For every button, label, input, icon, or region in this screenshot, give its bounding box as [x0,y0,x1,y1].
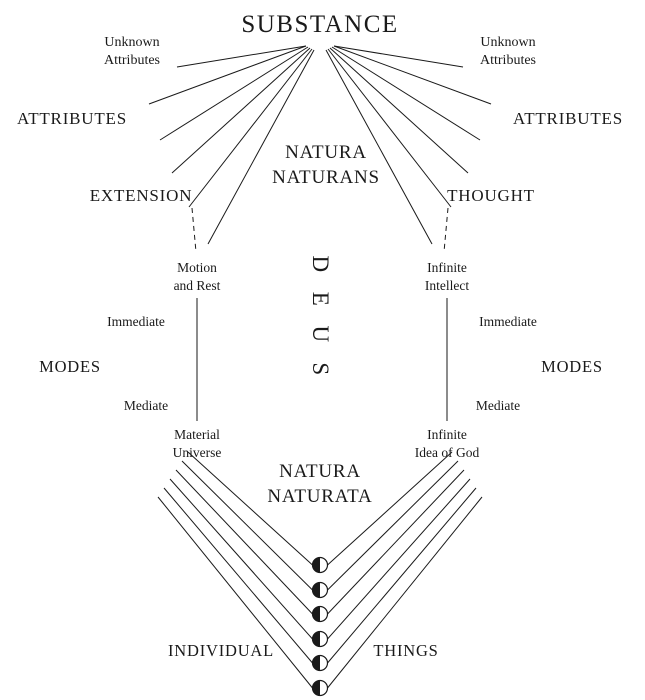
deus-letter-s: S [308,362,333,375]
converge-line [327,469,465,615]
natura-naturans-line2: NATURANS [272,167,380,188]
motion-and-rest-line1: Motion [177,260,217,275]
fan-line [325,49,433,245]
individual-thing-node [311,581,329,599]
left-unknown-attributes-line1: Unknown [104,35,159,50]
converge-line [187,451,313,566]
individual-thing-node [311,630,329,648]
converge-line [327,451,453,566]
fan-line [327,48,452,208]
fan-line [188,48,313,208]
converge-line [163,487,313,664]
individual-thing-nodes [311,556,329,697]
infinite-idea-of-god-line2: Idea of God [415,445,480,460]
extension-label: EXTENSION [90,186,193,205]
left-mediate-label: Mediate [124,398,168,413]
individual-thing-node [311,654,329,672]
fan-line [171,47,311,174]
individual-thing-node [311,556,329,574]
converge-line [327,460,459,591]
thought-label: THOUGHT [447,186,535,205]
individual-thing-node [311,679,329,697]
converge-line [157,496,313,689]
converge-line [169,478,313,640]
extension-to-motion-dashed-line [191,207,197,253]
material-universe-line1: Material [174,427,220,442]
infinite-intellect-line2: Intellect [425,278,469,293]
converge-line [175,469,313,615]
fan-line [333,45,492,105]
converge-line [327,478,471,640]
deus-letter-e: E [308,292,333,307]
left-modes-label: MODES [39,357,101,376]
fan-line [148,45,307,105]
right-modes-label: MODES [541,357,603,376]
fan-line [207,49,315,245]
right-converging-lines [327,451,483,689]
motion-and-rest-line2: and Rest [174,278,221,293]
individual-label: INDIVIDUAL [168,641,274,660]
left-immediate-label: Immediate [107,314,165,329]
left-unknown-attributes-line2: Attributes [104,53,160,68]
right-immediate-label: Immediate [479,314,537,329]
infinite-idea-of-god-line1: Infinite [427,427,467,442]
fan-line [176,45,307,68]
left-attributes-label: ATTRIBUTES [17,109,127,128]
right-unknown-attributes-line1: Unknown [480,35,535,50]
deus-vertical-label: D E U S [308,255,333,375]
things-label: THINGS [373,641,438,660]
left-attribute-fan-lines [148,45,315,245]
natura-naturata-line2: NATURATA [267,486,372,507]
fan-line [159,46,309,141]
material-universe-line2: Universe [173,445,222,460]
substance-title: SUBSTANCE [241,11,398,38]
right-attribute-fan-lines [325,45,492,245]
right-mediate-label: Mediate [476,398,520,413]
fan-line [329,47,469,174]
thought-to-intellect-dashed-line [443,207,449,253]
right-attributes-label: ATTRIBUTES [513,109,623,128]
natura-naturata-line1: NATURA [279,461,361,482]
natura-naturans-line1: NATURA [285,142,367,163]
fan-line [333,45,464,68]
converge-line [181,460,313,591]
converge-line [327,487,477,664]
fan-line [331,46,481,141]
infinite-intellect-line1: Infinite [427,260,467,275]
deus-letter-d: D [308,255,333,272]
converge-line [327,496,483,689]
left-converging-lines [157,451,313,689]
right-unknown-attributes-line2: Attributes [480,53,536,68]
individual-thing-node [311,605,329,623]
deus-letter-u: U [308,325,333,342]
